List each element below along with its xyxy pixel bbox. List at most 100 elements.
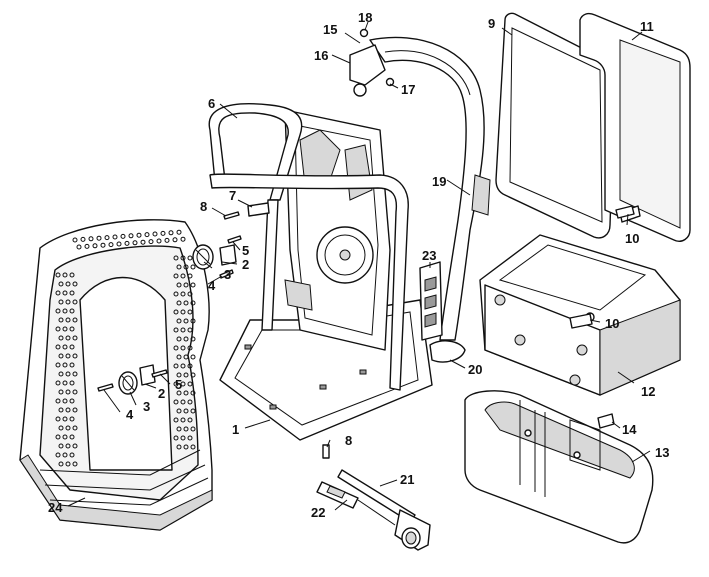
- perforation-hole: [173, 273, 179, 279]
- perforation-hole: [69, 380, 75, 386]
- spring-upper: [192, 244, 214, 270]
- perforation-hole: [180, 381, 186, 387]
- perforation-hole: [100, 242, 106, 248]
- perforation-hole: [55, 398, 61, 404]
- fastener-14: [597, 413, 615, 429]
- perforation-hole: [58, 281, 64, 287]
- perforation-hole: [55, 326, 61, 332]
- callout-15: 15: [323, 22, 337, 37]
- callout-4: 4: [126, 407, 134, 422]
- perforation-hole: [187, 327, 193, 333]
- perforation-hole: [72, 237, 78, 243]
- perforation-hole: [173, 345, 179, 351]
- perforation-hole: [65, 281, 71, 287]
- perforation-hole: [187, 273, 193, 279]
- callout-4: 4: [208, 278, 216, 293]
- part-lower-cushion-13: [464, 390, 654, 544]
- perforation-hole: [65, 335, 71, 341]
- callout-10: 10: [625, 231, 639, 246]
- perforation-hole: [72, 317, 78, 323]
- perforation-hole: [183, 390, 189, 396]
- callout-19: 19: [432, 174, 446, 189]
- perforation-hole: [183, 264, 189, 270]
- perforation-hole: [176, 300, 182, 306]
- perforation-hole: [128, 233, 134, 239]
- bracket-lower: [139, 364, 156, 386]
- perforation-hole: [69, 326, 75, 332]
- perforation-hole: [183, 336, 189, 342]
- strap-hook: [429, 340, 466, 363]
- perforation-hole: [176, 229, 182, 235]
- part-tube-handle: [208, 103, 409, 391]
- perforation-hole: [55, 362, 61, 368]
- callout-5: 5: [175, 377, 182, 392]
- perforation-hole: [72, 299, 78, 305]
- perforation-hole: [69, 308, 75, 314]
- callout-14: 14: [622, 422, 637, 437]
- perforation-hole: [190, 282, 196, 288]
- perforation-hole: [176, 408, 182, 414]
- perforation-hole: [58, 317, 64, 323]
- perforation-hole: [190, 426, 196, 432]
- perforation-hole: [190, 300, 196, 306]
- perforation-hole: [180, 345, 186, 351]
- perforation-hole: [132, 240, 138, 246]
- perforation-hole: [58, 371, 64, 377]
- perforation-hole: [92, 243, 98, 249]
- perforation-hole: [58, 335, 64, 341]
- part-rear-cushion-11: [579, 12, 691, 242]
- perforation-hole: [187, 291, 193, 297]
- perforation-hole: [104, 235, 110, 241]
- callout-13: 13: [655, 445, 669, 460]
- perforation-hole: [69, 452, 75, 458]
- perforation-hole: [58, 425, 64, 431]
- callout-23: 23: [422, 248, 436, 263]
- perforation-hole: [176, 426, 182, 432]
- perforation-hole: [183, 300, 189, 306]
- perforation-hole: [84, 243, 90, 249]
- perforation-hole: [69, 272, 75, 278]
- perforation-hole: [72, 335, 78, 341]
- screw-17: [385, 77, 395, 87]
- perforation-hole: [187, 309, 193, 315]
- perforation-hole: [187, 399, 193, 405]
- perforation-hole: [65, 317, 71, 323]
- perforation-hole: [55, 434, 61, 440]
- callout-1: 1: [232, 422, 239, 437]
- perforation-hole: [140, 239, 146, 245]
- perforation-hole: [190, 444, 196, 450]
- perforation-hole: [190, 354, 196, 360]
- callout-8: 8: [200, 199, 207, 214]
- base-slot: [319, 384, 327, 390]
- perforation-hole: [72, 443, 78, 449]
- perforation-hole: [69, 362, 75, 368]
- perforation-hole: [88, 236, 94, 242]
- perforation-hole: [187, 255, 193, 261]
- perforation-hole: [173, 399, 179, 405]
- perforation-hole: [187, 345, 193, 351]
- callout-2: 2: [158, 386, 165, 401]
- callout-22: 22: [311, 505, 325, 520]
- perforation-hole: [55, 290, 61, 296]
- perforation-hole: [96, 235, 102, 241]
- perforation-hole: [173, 291, 179, 297]
- part-frame-backplate: [284, 109, 391, 351]
- perforation-hole: [65, 407, 71, 413]
- perforation-hole: [108, 242, 114, 248]
- fastener-10-lower: [569, 313, 593, 329]
- perforation-hole: [156, 238, 162, 244]
- screws-small: [97, 211, 330, 459]
- part-shoulder-strap: [349, 36, 491, 363]
- perforation-hole: [180, 255, 186, 261]
- perforation-hole: [69, 398, 75, 404]
- perforation-hole: [62, 326, 68, 332]
- perforation-hole: [58, 443, 64, 449]
- perforation-hole: [183, 444, 189, 450]
- perforation-hole: [173, 255, 179, 261]
- perforation-hole: [65, 443, 71, 449]
- perforation-hole: [62, 290, 68, 296]
- perforation-hole: [144, 232, 150, 238]
- perforation-hole: [120, 233, 126, 239]
